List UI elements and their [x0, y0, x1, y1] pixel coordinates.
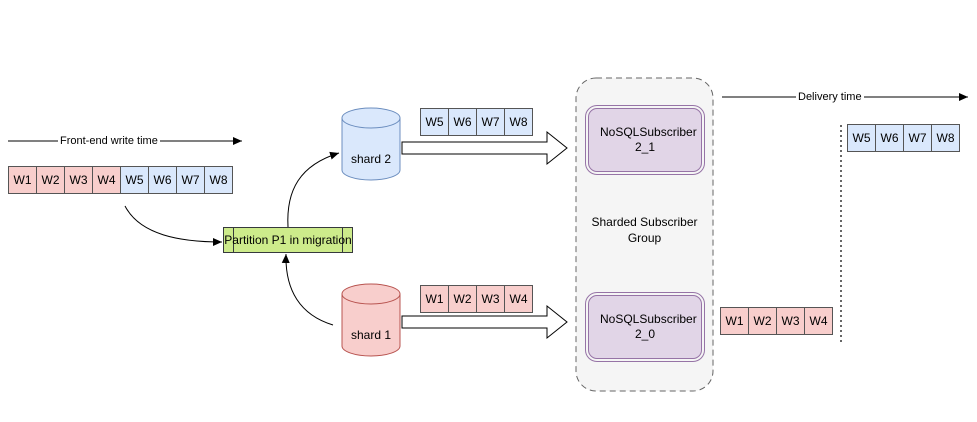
write-cell-w5: W5: [847, 124, 876, 152]
partition-to-shard2-curve: [287, 151, 340, 228]
shard2-to-subscriber-arrow: [401, 130, 568, 166]
write-cell-w1: W1: [8, 166, 37, 194]
write-cell-w3: W3: [64, 166, 93, 194]
write-cell-w4: W4: [92, 166, 121, 194]
write-cell-w7: W7: [476, 108, 505, 136]
write-cell-w8: W8: [504, 108, 533, 136]
write-cell-w3: W3: [776, 307, 805, 335]
write-cell-w6: W6: [875, 124, 904, 152]
write-cell-w5: W5: [420, 108, 449, 136]
writes-to-partition-curve: [124, 205, 223, 246]
write-cell-w4: W4: [504, 285, 533, 313]
write-cell-w6: W6: [448, 108, 477, 136]
shard1-cylinder: [341, 283, 401, 357]
subscriber-group-label: Sharded Subscriber Group: [591, 215, 698, 245]
write-cell-w2: W2: [448, 285, 477, 313]
write-cell-w5: W5: [120, 166, 149, 194]
write-cell-w7: W7: [176, 166, 205, 194]
partition-in-migration: Partition P1 in migration: [223, 227, 353, 253]
subscriber-2-1: NoSQLSubscriber 2_1: [585, 105, 705, 175]
write-cell-w1: W1: [420, 285, 449, 313]
subscriber-2-1-label: NoSQLSubscriber 2_1: [600, 125, 697, 154]
write-cell-w6: W6: [148, 166, 177, 194]
shard2-cylinder: [341, 107, 401, 181]
subscriber-2-0-label: NoSQLSubscriber 2_0: [600, 312, 697, 341]
write-cell-w8: W8: [204, 166, 233, 194]
write-cell-w4: W4: [804, 307, 833, 335]
write-cell-w1: W1: [720, 307, 749, 335]
shard2-label: shard 2: [350, 152, 392, 166]
subscriber-2-0: NoSQLSubscriber 2_0: [585, 292, 705, 362]
shard1-to-subscriber-arrow: [401, 304, 568, 340]
shard1-to-partition-curve: [281, 253, 334, 326]
write-cell-w2: W2: [36, 166, 65, 194]
write-cell-w3: W3: [476, 285, 505, 313]
write-cell-w8: W8: [931, 124, 960, 152]
front-end-time-label: Front-end write time: [58, 135, 160, 147]
write-cell-w7: W7: [903, 124, 932, 152]
partition-label: Partition P1 in migration: [224, 232, 352, 247]
shard1-label: shard 1: [350, 328, 392, 342]
write-cell-w2: W2: [748, 307, 777, 335]
delivery-time-label: Delivery time: [796, 91, 864, 103]
